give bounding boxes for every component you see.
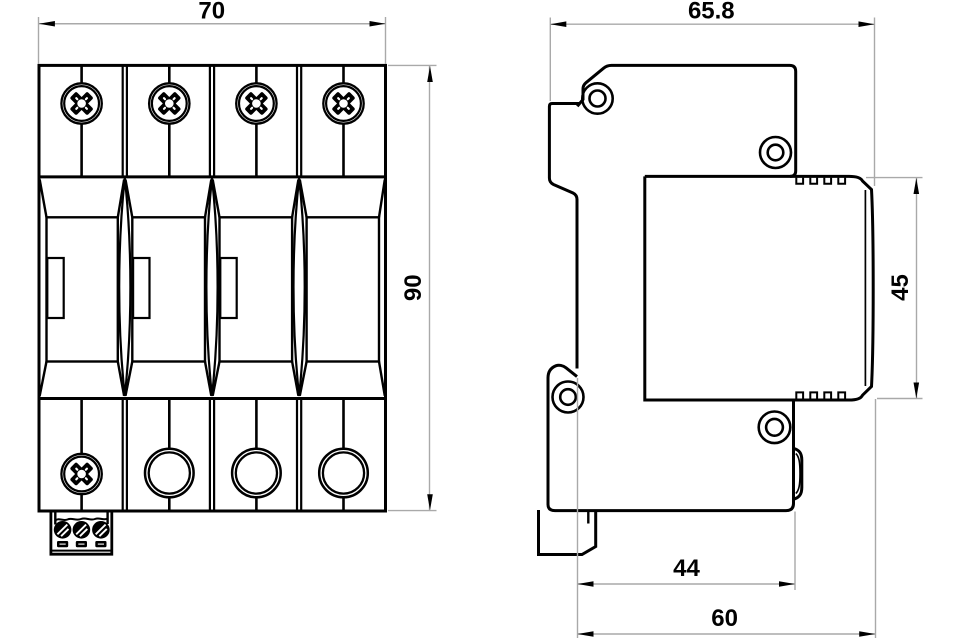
svg-text:60: 60 xyxy=(711,605,738,632)
svg-text:44: 44 xyxy=(673,555,700,582)
svg-text:70: 70 xyxy=(198,0,225,24)
svg-text:45: 45 xyxy=(887,274,914,301)
svg-text:65.8: 65.8 xyxy=(688,0,735,24)
svg-text:90: 90 xyxy=(400,274,427,301)
